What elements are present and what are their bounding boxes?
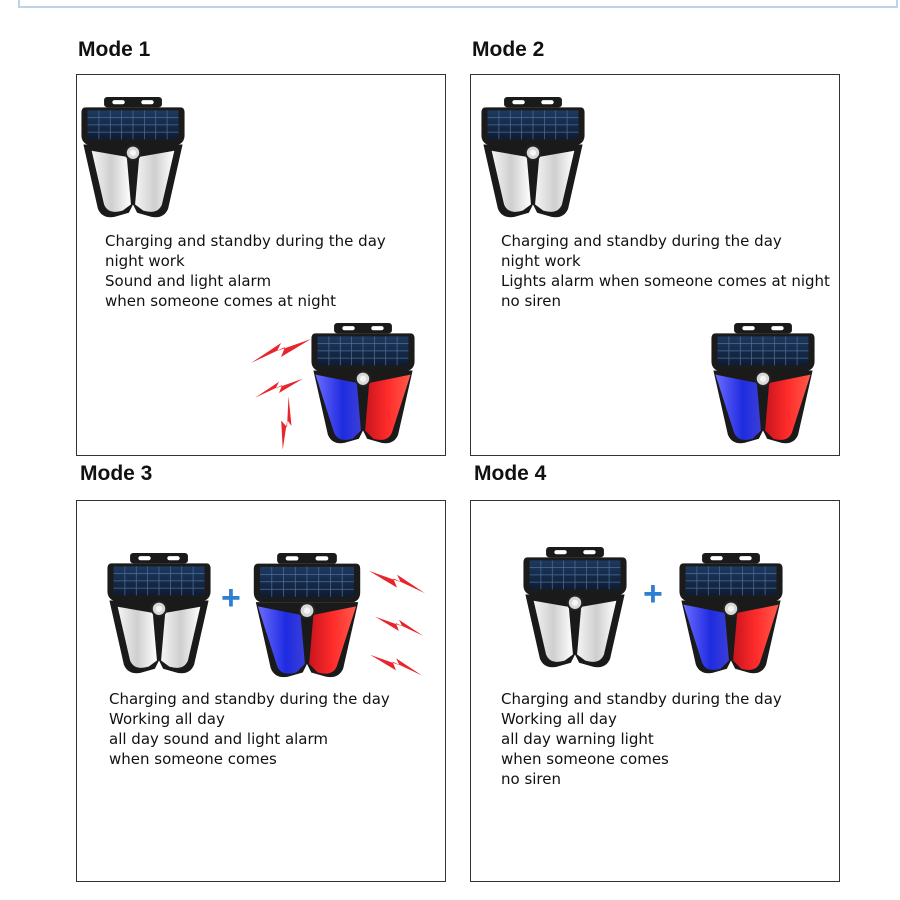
mode-4-panel: + Charging and standby during the day Wo… bbox=[470, 500, 840, 882]
mode-3-line: when someone comes bbox=[109, 750, 277, 768]
plus-icon: + bbox=[221, 579, 241, 617]
siren-bolts-icon bbox=[249, 333, 313, 457]
solar-light-alarm-icon bbox=[677, 553, 785, 677]
mode-1-panel: Charging and standby during the day nigh… bbox=[76, 74, 446, 456]
mode-1-line: Sound and light alarm bbox=[105, 272, 272, 290]
mode-4-line: all day warning light bbox=[501, 730, 654, 748]
mode-2-title: Mode 2 bbox=[472, 38, 545, 61]
mode-1-title: Mode 1 bbox=[78, 38, 151, 61]
mode-4-line: no siren bbox=[501, 770, 562, 788]
mode-3-line: all day sound and light alarm bbox=[109, 730, 329, 748]
mode-1-line: Charging and standby during the day bbox=[105, 232, 386, 250]
solar-light-alarm-icon bbox=[711, 323, 815, 447]
solar-light-silver-icon bbox=[107, 553, 211, 677]
mode-3-description: Charging and standby during the day Work… bbox=[109, 689, 390, 769]
mode-4-line: Working all day bbox=[501, 710, 617, 728]
mode-3-panel: + Charging and standby during the day Wo… bbox=[76, 500, 446, 882]
mode-2-description: Charging and standby during the day nigh… bbox=[501, 231, 830, 311]
mode-2-line: Charging and standby during the day bbox=[501, 232, 782, 250]
mode-3-line: Charging and standby during the day bbox=[109, 690, 390, 708]
siren-bolts-icon bbox=[359, 569, 431, 679]
solar-light-silver-icon bbox=[523, 547, 627, 671]
solar-light-silver-icon bbox=[81, 97, 185, 221]
mode-2-line: Lights alarm when someone comes at night bbox=[501, 272, 830, 290]
mode-4-description: Charging and standby during the day Work… bbox=[501, 689, 782, 789]
mode-1-description: Charging and standby during the day nigh… bbox=[105, 231, 386, 311]
mode-3-line: Working all day bbox=[109, 710, 225, 728]
solar-light-alarm-icon bbox=[311, 323, 415, 447]
mode-4-line: Charging and standby during the day bbox=[501, 690, 782, 708]
mode-1-line: night work bbox=[105, 252, 185, 270]
mode-4-title: Mode 4 bbox=[474, 462, 547, 485]
mode-2-line: no siren bbox=[501, 292, 562, 310]
plus-icon: + bbox=[643, 575, 663, 613]
top-border-decoration bbox=[18, 0, 898, 8]
mode-4-line: when someone comes bbox=[501, 750, 669, 768]
mode-3-title: Mode 3 bbox=[80, 462, 153, 485]
solar-light-silver-icon bbox=[481, 97, 585, 221]
mode-2-line: night work bbox=[501, 252, 581, 270]
solar-light-alarm-icon bbox=[253, 553, 361, 681]
mode-2-panel: Charging and standby during the day nigh… bbox=[470, 74, 840, 456]
mode-1-line: when someone comes at night bbox=[105, 292, 337, 310]
